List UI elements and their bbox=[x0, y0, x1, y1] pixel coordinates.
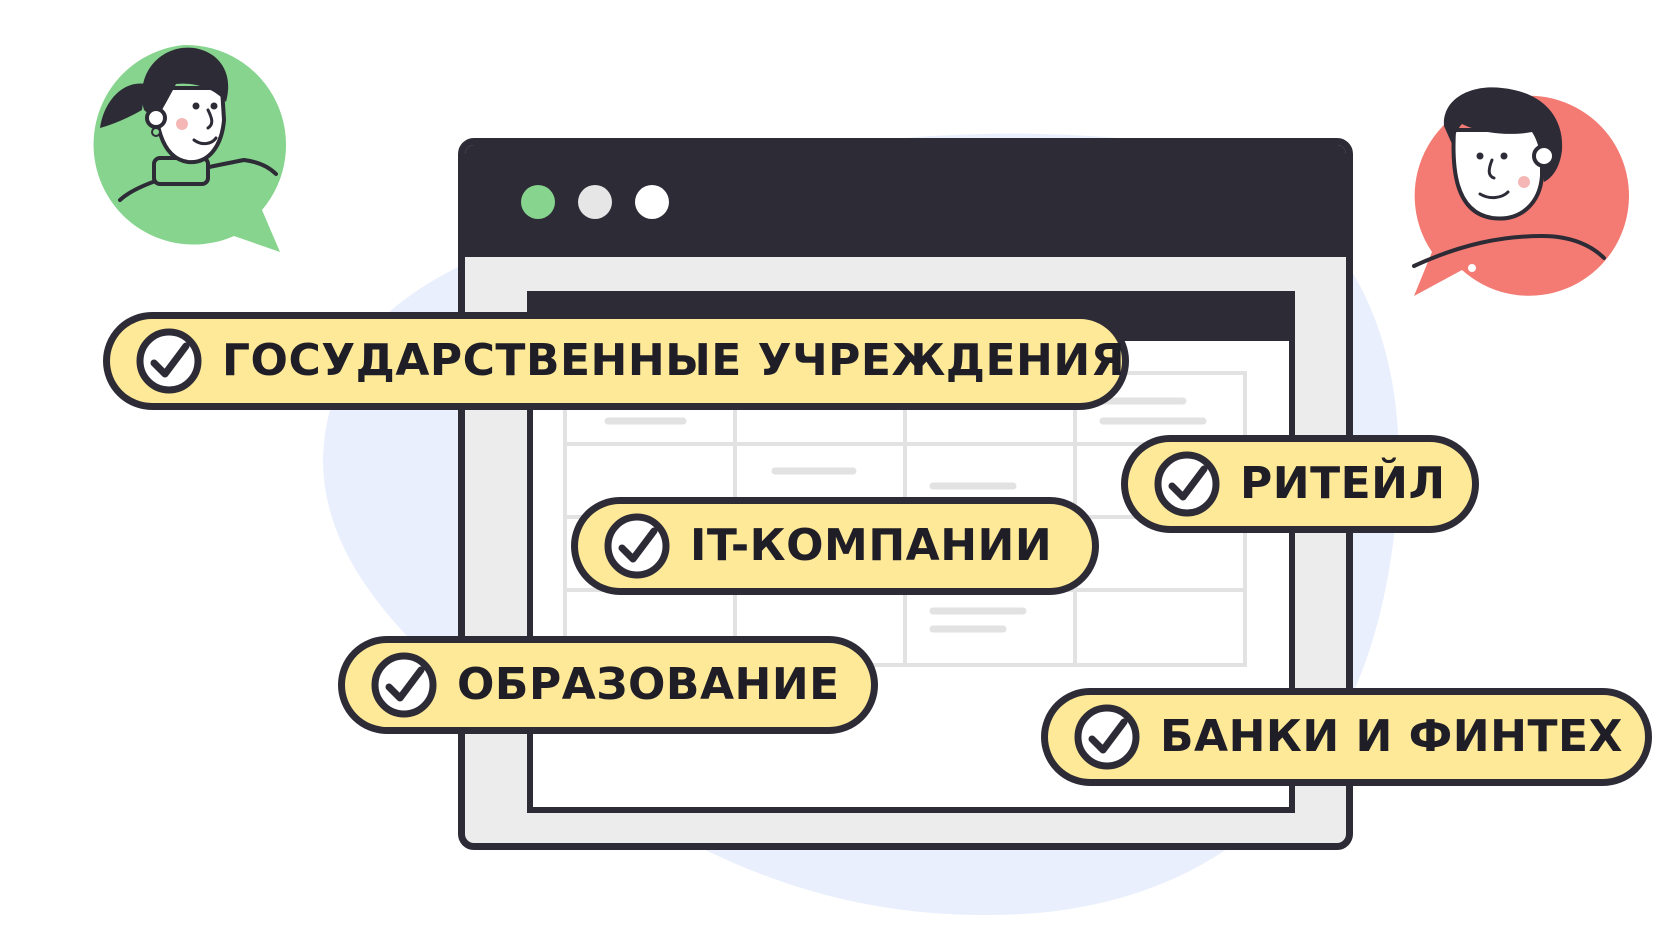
tag-label: БАНКИ И ФИНТЕХ bbox=[1160, 711, 1623, 762]
tag-label: РИТЕЙЛ bbox=[1240, 458, 1446, 509]
window-dot-green bbox=[521, 185, 555, 219]
man-avatar bbox=[1412, 87, 1629, 296]
check-circle-icon bbox=[136, 328, 202, 394]
window-dot-white bbox=[635, 185, 669, 219]
tag-retail: РИТЕЙЛ bbox=[1121, 435, 1479, 533]
window-dot-gray bbox=[578, 185, 612, 219]
browser-title-bar bbox=[465, 145, 1346, 257]
check-circle-icon bbox=[1154, 451, 1220, 517]
tag-education: ОБРАЗОВАНИЕ bbox=[338, 636, 878, 734]
check-circle-icon bbox=[371, 652, 437, 718]
check-circle-icon bbox=[1074, 704, 1140, 770]
tag-government: ГОСУДАРСТВЕННЫЕ УЧРЕЖДЕНИЯ bbox=[103, 312, 1129, 410]
tag-label: ГОСУДАРСТВЕННЫЕ УЧРЕЖДЕНИЯ bbox=[222, 335, 1126, 386]
tag-label: IT-КОМПАНИИ bbox=[690, 520, 1053, 571]
check-circle-icon bbox=[604, 513, 670, 579]
tag-label: ОБРАЗОВАНИЕ bbox=[457, 659, 840, 710]
woman-avatar bbox=[93, 44, 287, 252]
tag-banks: БАНКИ И ФИНТЕХ bbox=[1041, 688, 1652, 786]
tag-it: IT-КОМПАНИИ bbox=[571, 497, 1099, 595]
